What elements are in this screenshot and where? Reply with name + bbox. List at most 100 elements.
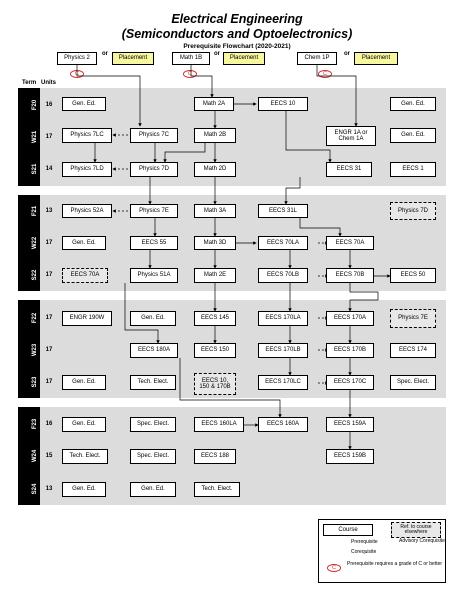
course-box[interactable]: EECS 145 bbox=[194, 311, 236, 326]
course-box[interactable]: Gen. Ed. bbox=[130, 482, 176, 497]
course-box[interactable]: Gen. Ed. bbox=[62, 375, 106, 390]
course-box[interactable]: EECS 170B bbox=[326, 343, 374, 358]
legend-course-box: Course bbox=[323, 524, 373, 536]
course-box[interactable]: EECS 70LB bbox=[258, 268, 308, 283]
arrow-math2b-7d bbox=[163, 143, 206, 163]
year-bar bbox=[18, 407, 40, 505]
course-box[interactable]: EECS 31L bbox=[258, 204, 308, 218]
course-box[interactable]: Gen. Ed. bbox=[390, 97, 436, 111]
units-value: 17 bbox=[45, 240, 53, 246]
col-header-term: Term bbox=[22, 80, 37, 86]
legend-c-badge: C bbox=[327, 564, 341, 572]
course-box[interactable]: EECS 170LA bbox=[258, 311, 308, 326]
course-physics-2[interactable]: Physics 2 bbox=[57, 52, 97, 65]
or-label: or bbox=[214, 51, 220, 57]
course-box[interactable]: Gen. Ed. bbox=[62, 97, 106, 111]
page-subtitle: Prerequisite Flowchart (2020-2021) bbox=[183, 43, 291, 50]
course-box[interactable]: Math 2D bbox=[194, 162, 236, 177]
course-box[interactable]: Spec. Elect. bbox=[390, 375, 436, 390]
year-bar bbox=[18, 300, 40, 398]
course-box[interactable]: EECS 31 bbox=[326, 162, 372, 177]
arrow-math1b-2a bbox=[190, 65, 214, 98]
course-ref-box[interactable]: Physics 7E bbox=[390, 309, 436, 328]
course-box[interactable]: Math 2A bbox=[194, 97, 234, 111]
course-box[interactable]: ENGR 1A or Chem 1A bbox=[326, 126, 376, 146]
units-value: 17 bbox=[45, 134, 53, 140]
course-chem-1p[interactable]: Chem 1P bbox=[297, 52, 337, 65]
legend-prereq-label: Prerequisite bbox=[351, 539, 378, 545]
course-box[interactable]: Physics 7D bbox=[130, 162, 178, 177]
course-box[interactable]: Tech. Elect. bbox=[62, 449, 108, 464]
course-box[interactable]: EECS 159A bbox=[326, 417, 374, 432]
units-value: 16 bbox=[45, 102, 53, 108]
arrow-70b-170a bbox=[348, 283, 379, 312]
legend-ref-box: Ref. to course elsewhere bbox=[391, 522, 441, 538]
course-box[interactable]: EECS 55 bbox=[130, 236, 178, 250]
c-grade-badge: C bbox=[183, 70, 197, 78]
units-value: 17 bbox=[45, 347, 53, 353]
course-box[interactable]: EECS 188 bbox=[194, 449, 236, 464]
course-box[interactable]: Gen. Ed. bbox=[390, 128, 436, 143]
course-box[interactable]: Physics 7LD bbox=[62, 162, 112, 177]
course-ref-box[interactable]: EECS 10, 150 & 170B bbox=[194, 373, 236, 395]
course-box[interactable]: Spec. Elect. bbox=[130, 417, 176, 432]
course-box[interactable]: Gen. Ed. bbox=[62, 417, 106, 432]
legend: Course Ref. to course elsewhere Prerequi… bbox=[318, 519, 446, 583]
units-value: 17 bbox=[45, 272, 53, 278]
arrow-physics2-7c bbox=[76, 65, 142, 127]
course-box[interactable]: Physics 52A bbox=[62, 204, 112, 218]
course-box[interactable]: Physics 7E bbox=[130, 204, 178, 218]
units-value: 13 bbox=[45, 208, 53, 214]
or-label: or bbox=[344, 51, 350, 57]
arrow-eecs31-31l bbox=[284, 177, 301, 205]
course-ref-box[interactable]: Physics 7D bbox=[390, 202, 436, 220]
course-box[interactable]: EECS 70A bbox=[326, 236, 374, 250]
course-box[interactable]: EECS 70B bbox=[326, 268, 374, 283]
course-box[interactable]: EECS 50 bbox=[390, 268, 436, 283]
course-box[interactable]: Math 2E bbox=[194, 268, 236, 283]
c-grade-badge: C bbox=[318, 70, 332, 78]
arrow-31l-70a bbox=[299, 218, 342, 237]
course-box[interactable]: EECS 180A bbox=[130, 343, 178, 358]
course-box[interactable]: EECS 159B bbox=[326, 449, 374, 464]
course-box[interactable]: EECS 170C bbox=[326, 375, 374, 390]
course-box[interactable]: EECS 170LC bbox=[258, 375, 308, 390]
units-value: 17 bbox=[45, 315, 53, 321]
placement-physics[interactable]: Placement bbox=[112, 52, 154, 65]
course-box[interactable]: Math 3D bbox=[194, 236, 236, 250]
course-box[interactable]: EECS 170A bbox=[326, 311, 374, 326]
units-value: 16 bbox=[45, 421, 53, 427]
course-box[interactable]: Spec. Elect. bbox=[130, 449, 176, 464]
course-box[interactable]: ENGR 190W bbox=[62, 311, 112, 326]
course-box[interactable]: EECS 70LA bbox=[258, 236, 308, 250]
course-box[interactable]: Physics 7LC bbox=[62, 128, 112, 143]
course-ref-box[interactable]: EECS 70A bbox=[62, 268, 108, 283]
arrow-eecs10-31 bbox=[285, 111, 332, 163]
course-box[interactable]: Physics 51A bbox=[130, 268, 178, 283]
course-math-1b[interactable]: Math 1B bbox=[172, 52, 210, 65]
course-box[interactable]: EECS 150 bbox=[194, 343, 236, 358]
placement-math[interactable]: Placement bbox=[223, 52, 265, 65]
placement-chem[interactable]: Placement bbox=[354, 52, 398, 65]
course-box[interactable]: Physics 7C bbox=[130, 128, 178, 143]
units-value: 14 bbox=[45, 166, 53, 172]
course-box[interactable]: Math 2B bbox=[194, 128, 236, 143]
course-box[interactable]: EECS 1 bbox=[390, 162, 436, 177]
course-box[interactable]: EECS 170LB bbox=[258, 343, 308, 358]
legend-coreq-label: Corequisite bbox=[351, 549, 377, 555]
year-bar bbox=[18, 88, 40, 186]
course-box[interactable]: Gen. Ed. bbox=[130, 311, 176, 326]
arrow-51a-180a bbox=[124, 283, 160, 344]
course-box[interactable]: Math 3A bbox=[194, 204, 236, 218]
course-box[interactable]: EECS 160LA bbox=[194, 417, 244, 432]
col-header-units: Units bbox=[41, 80, 56, 86]
page-title: Electrical Engineering bbox=[171, 12, 303, 26]
course-box[interactable]: EECS 10 bbox=[258, 97, 308, 111]
course-box[interactable]: Tech. Elect. bbox=[194, 482, 240, 497]
course-box[interactable]: Gen. Ed. bbox=[62, 236, 106, 250]
course-box[interactable]: Gen. Ed. bbox=[62, 482, 106, 497]
course-box[interactable]: EECS 174 bbox=[390, 343, 436, 358]
course-box[interactable]: EECS 160A bbox=[258, 417, 308, 432]
course-box[interactable]: Tech. Elect. bbox=[130, 375, 176, 390]
legend-advisory-label: Advisory Corequisite bbox=[399, 538, 445, 544]
